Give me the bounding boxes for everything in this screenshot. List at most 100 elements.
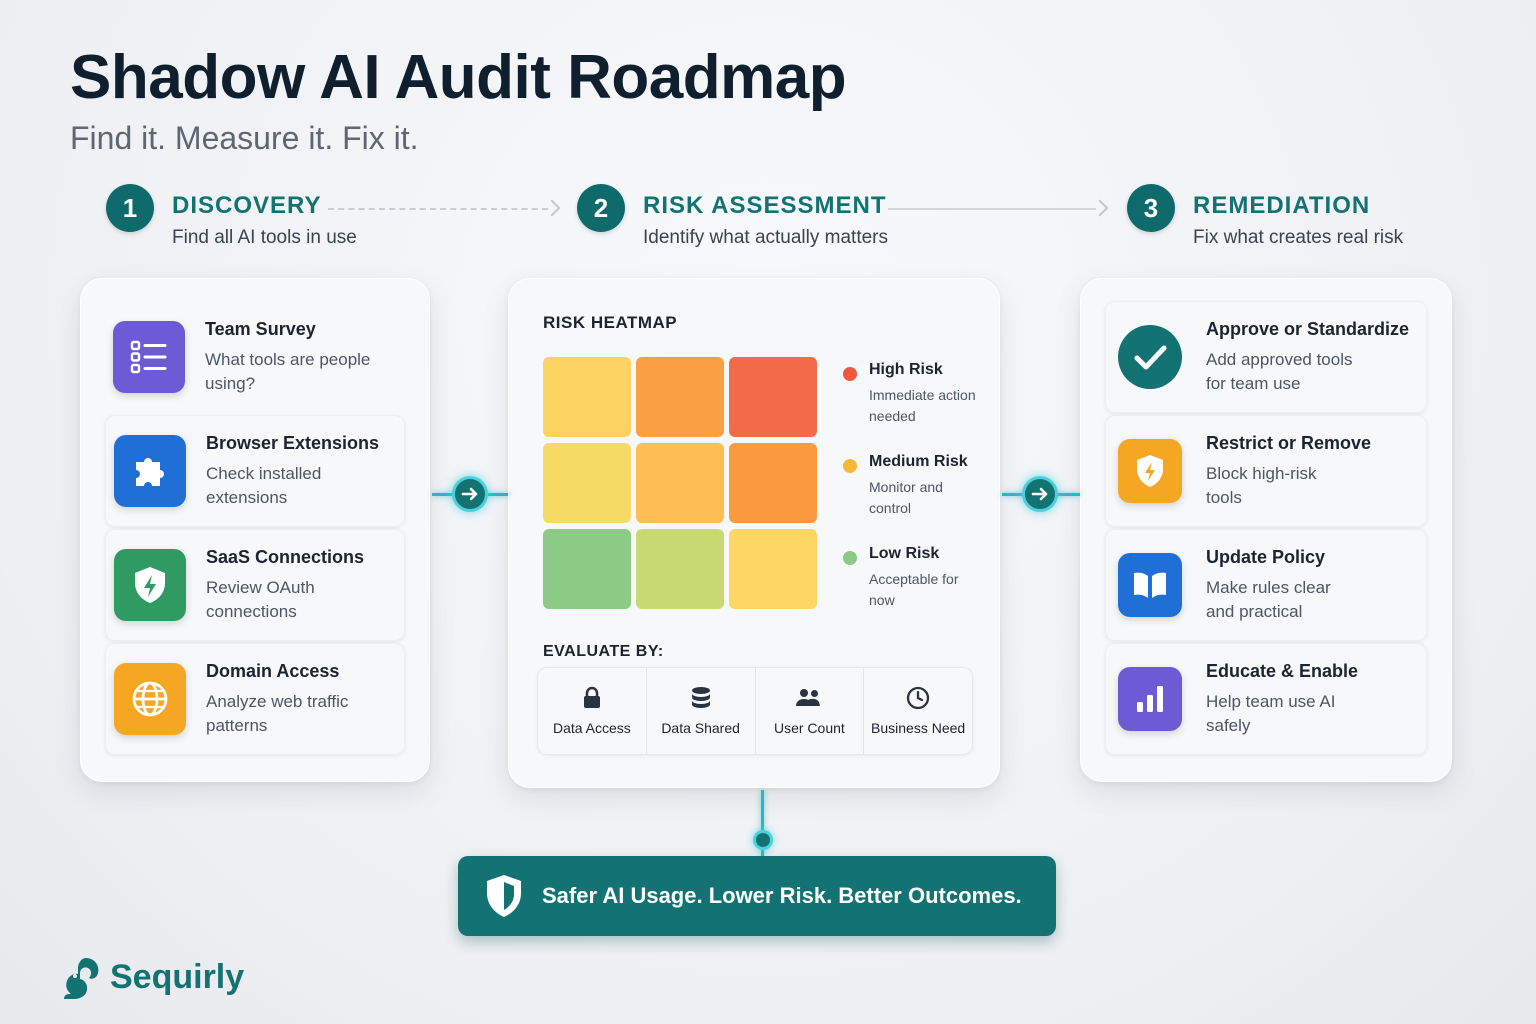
item-title: Update Policy bbox=[1206, 546, 1326, 567]
legend-title: Low Risk bbox=[869, 545, 940, 562]
discovery-panel: Team Survey What tools are people using?… bbox=[80, 278, 430, 782]
book-icon bbox=[1118, 553, 1182, 617]
step-title: DISCOVERY bbox=[172, 192, 322, 219]
criterion-label: Data Access bbox=[552, 720, 631, 736]
check-circle-icon bbox=[1114, 321, 1186, 393]
criterion-data-shared: Data Shared bbox=[647, 668, 756, 754]
page-title: Shadow AI Audit Roadmap bbox=[70, 43, 847, 112]
list-item-update-policy: Update Policy Make rules clear and pract… bbox=[1105, 529, 1427, 641]
list-item-saas-connections: SaaS Connections Review OAuth connection… bbox=[105, 529, 405, 641]
heatmap-title: RISK HEATMAP bbox=[543, 313, 678, 332]
checklist-icon bbox=[113, 321, 185, 393]
item-title: Restrict or Remove bbox=[1206, 432, 1372, 453]
legend-medium-risk: Medium Risk Monitor and control bbox=[843, 453, 969, 519]
lock-icon bbox=[583, 686, 600, 708]
criterion-business-need: Business Need bbox=[864, 668, 972, 754]
step-number: 2 bbox=[577, 184, 625, 232]
step-title: RISK ASSESSMENT bbox=[643, 192, 887, 219]
legend-desc: Monitor and control bbox=[869, 479, 943, 516]
brand-name: Sequirly bbox=[110, 957, 245, 996]
legend-low-risk: Low Risk Acceptable for now bbox=[843, 545, 969, 611]
legend-title: Medium Risk bbox=[869, 453, 968, 470]
criterion-label: User Count bbox=[773, 720, 845, 736]
legend-title: High Risk bbox=[869, 361, 943, 378]
page-subtitle: Find it. Measure it. Fix it. bbox=[70, 120, 419, 156]
heatmap-cell bbox=[636, 443, 724, 523]
connector-risk-remediation bbox=[1002, 476, 1080, 512]
legend-desc: Immediate action needed bbox=[869, 387, 976, 424]
legend-dot bbox=[843, 551, 857, 565]
step-arrow bbox=[328, 199, 561, 217]
heatmap-cell bbox=[729, 529, 817, 609]
legend-dot bbox=[843, 459, 857, 473]
squirrel-logo-icon bbox=[64, 958, 99, 999]
item-title: Educate & Enable bbox=[1206, 660, 1359, 681]
item-desc: Help team use AI safely bbox=[1206, 691, 1336, 735]
legend-desc: Acceptable for now bbox=[869, 571, 959, 608]
evaluate-title: EVALUATE BY: bbox=[543, 643, 664, 660]
step-desc: Fix what creates real risk bbox=[1193, 227, 1404, 248]
heatmap-cell bbox=[729, 357, 817, 437]
risk-assessment-panel: RISK HEATMAP High Risk Immediate action … bbox=[508, 278, 1000, 788]
item-desc: Check installed extensions bbox=[206, 463, 322, 507]
step-discovery: 1 DISCOVERY Find all AI tools in use bbox=[106, 184, 357, 249]
connector-risk-banner bbox=[748, 790, 778, 856]
list-item-domain-access: Domain Access Analyze web traffic patter… bbox=[105, 643, 405, 755]
evaluate-criteria: Data Access Data Shared User Count Busin… bbox=[537, 667, 973, 755]
users-icon bbox=[796, 689, 821, 706]
list-item-educate-enable: Educate & Enable Help team use AI safely bbox=[1105, 643, 1427, 755]
heatmap-cell bbox=[543, 357, 631, 437]
item-title: Approve or Standardize bbox=[1206, 318, 1410, 339]
clock-icon bbox=[906, 686, 930, 710]
shield-bolt-icon bbox=[114, 549, 186, 621]
item-title: Team Survey bbox=[205, 318, 316, 339]
heatmap-cell bbox=[543, 529, 631, 609]
legend-high-risk: High Risk Immediate action needed bbox=[843, 361, 979, 427]
step-arrow bbox=[888, 199, 1109, 217]
list-item-team-survey: Team Survey What tools are people using? bbox=[105, 301, 405, 413]
heatmap-cell bbox=[543, 443, 631, 523]
item-title: Domain Access bbox=[206, 660, 340, 681]
list-item-browser-extensions: Browser Extensions Check installed exten… bbox=[105, 415, 405, 527]
connector-node bbox=[753, 830, 773, 850]
remediation-panel: Approve or Standardize Add approved tool… bbox=[1080, 278, 1452, 782]
step-desc: Find all AI tools in use bbox=[172, 227, 357, 248]
step-title: REMEDIATION bbox=[1193, 192, 1371, 219]
heatmap-cell bbox=[729, 443, 817, 523]
arrow-right-icon bbox=[1022, 476, 1058, 512]
shield-warning-icon bbox=[1118, 439, 1182, 503]
bar-chart-icon bbox=[1118, 667, 1182, 731]
item-desc: Analyze web traffic patterns bbox=[206, 691, 349, 735]
step-remediation: 3 REMEDIATION Fix what creates real risk bbox=[1127, 184, 1403, 249]
heatmap-cell bbox=[636, 529, 724, 609]
risk-heatmap bbox=[543, 357, 817, 611]
outcome-banner: Safer AI Usage. Lower Risk. Better Outco… bbox=[458, 856, 1056, 936]
criterion-label: Data Shared bbox=[661, 720, 740, 736]
step-number: 1 bbox=[106, 184, 154, 232]
database-icon bbox=[691, 687, 710, 708]
criterion-user-count: User Count bbox=[756, 668, 865, 754]
banner-text: Safer AI Usage. Lower Risk. Better Outco… bbox=[542, 883, 1022, 908]
item-desc: Review OAuth connections bbox=[206, 577, 315, 621]
item-desc: Block high-risk tools bbox=[1206, 463, 1317, 507]
step-risk-assessment: 2 RISK ASSESSMENT Identify what actually… bbox=[577, 184, 888, 249]
criterion-label: Business Need bbox=[871, 720, 966, 736]
item-title: Browser Extensions bbox=[206, 432, 380, 453]
list-item-approve-standardize: Approve or Standardize Add approved tool… bbox=[1105, 301, 1427, 413]
item-desc: What tools are people using? bbox=[205, 349, 371, 393]
step-number: 3 bbox=[1127, 184, 1175, 232]
item-title: SaaS Connections bbox=[206, 546, 365, 567]
step-desc: Identify what actually matters bbox=[643, 227, 888, 248]
globe-icon bbox=[114, 663, 186, 735]
item-desc: Make rules clear and practical bbox=[1206, 577, 1331, 621]
connector-discovery-risk bbox=[432, 476, 508, 512]
puzzle-icon bbox=[114, 435, 186, 507]
criterion-data-access: Data Access bbox=[538, 668, 647, 754]
heatmap-cell bbox=[636, 357, 724, 437]
shield-icon bbox=[487, 875, 521, 917]
brand-logo: Sequirly bbox=[58, 954, 244, 1000]
item-desc: Add approved tools for team use bbox=[1206, 349, 1353, 393]
arrow-right-icon bbox=[452, 476, 488, 512]
list-item-restrict-remove: Restrict or Remove Block high-risk tools bbox=[1105, 415, 1427, 527]
legend-dot bbox=[843, 367, 857, 381]
